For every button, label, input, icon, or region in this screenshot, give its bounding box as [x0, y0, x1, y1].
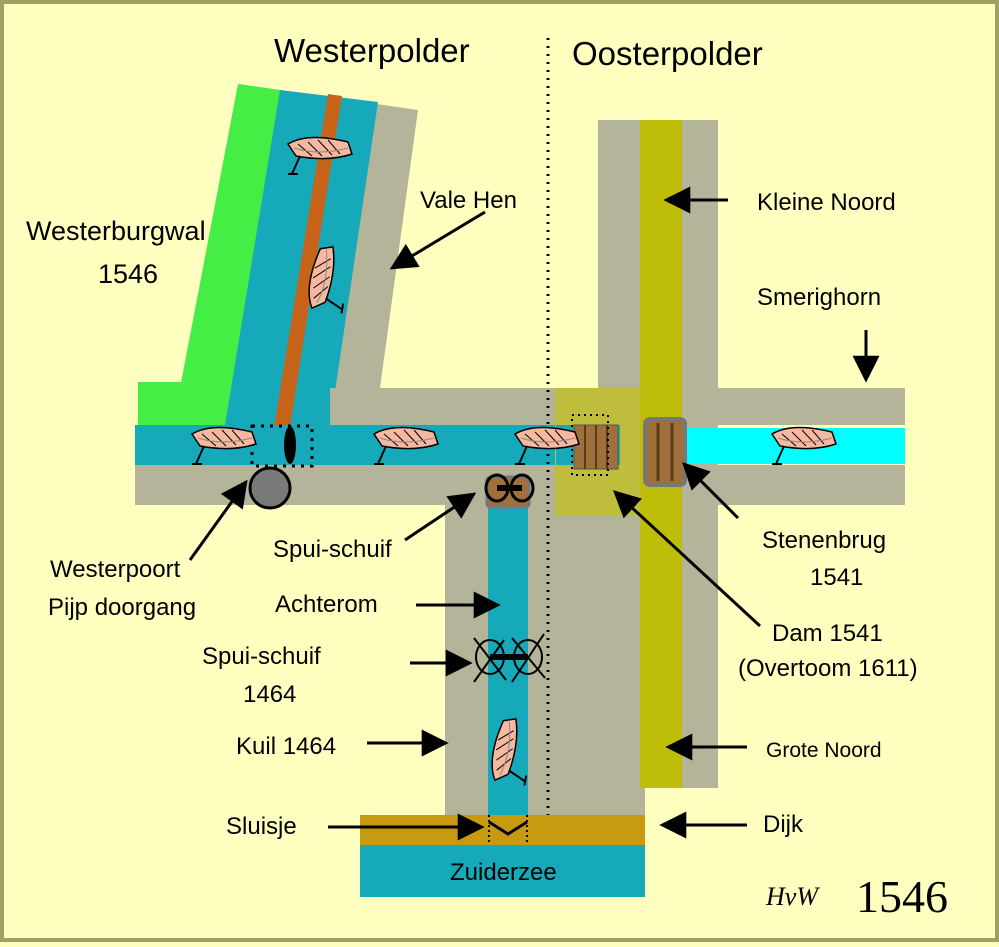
spui-schuif-1464	[473, 633, 546, 683]
westerburgwal-path	[268, 94, 342, 465]
pijp-doorgang	[250, 424, 314, 468]
label-pijp-doorgang: Pijp doorgang	[48, 594, 196, 621]
south-dike-east	[682, 465, 905, 505]
label-westerburgwal-year: 1546	[98, 259, 158, 289]
label-sluisje: Sluisje	[226, 813, 297, 840]
arrow-vale-hen	[389, 210, 486, 270]
label-spui-schuif-2: Spui-schuif	[202, 643, 321, 670]
label-overtoom: (Overtoom 1611)	[738, 655, 918, 682]
label-kuil: Kuil 1464	[236, 733, 336, 760]
label-achterom: Achterom	[275, 591, 378, 618]
stenenbrug-bridge	[643, 417, 687, 487]
label-spui-schuif-2-year: 1464	[243, 681, 296, 708]
label-dijk: Dijk	[763, 811, 804, 838]
label-vale-hen: Vale Hen	[420, 187, 517, 214]
label-stenenbrug-year: 1541	[810, 564, 863, 591]
label-dam: Dam 1541	[772, 620, 883, 647]
westerpoort-gate	[248, 466, 292, 510]
label-grote-noord: Grote Noord	[766, 739, 882, 762]
title-oosterpolder: Oosterpolder	[572, 35, 763, 72]
arrow-stenenbrug	[682, 462, 740, 520]
arrow-spui-schuif-1	[404, 492, 477, 542]
sluisje-gate	[488, 815, 528, 842]
westerburgwal-canal	[225, 90, 378, 425]
label-westerburgwal: Westerburgwal	[26, 216, 206, 246]
arrow-westerpoort	[188, 479, 248, 561]
label-stenenbrug: Stenenbrug	[762, 527, 886, 554]
signature-initials: HvW	[765, 882, 820, 911]
pipe-gate	[284, 426, 296, 464]
westerburgwal-field	[180, 84, 280, 388]
zuiderzee	[360, 845, 645, 897]
title-westerpolder: Westerpolder	[274, 32, 470, 69]
label-spui-schuif-1: Spui-schuif	[273, 536, 392, 563]
label-zuiderzee: Zuiderzee	[450, 859, 557, 886]
annotation-arrows	[188, 186, 880, 841]
signature-year: 1546	[856, 871, 948, 922]
dam-structure	[571, 414, 619, 476]
label-smerighorn: Smerighorn	[757, 284, 881, 311]
label-westerpoort: Westerpoort	[50, 556, 181, 583]
north-dike-west	[330, 388, 555, 425]
north-dike-east	[682, 388, 905, 425]
arrow-dam	[613, 490, 762, 628]
label-kleine-noord: Kleine Noord	[757, 189, 896, 216]
